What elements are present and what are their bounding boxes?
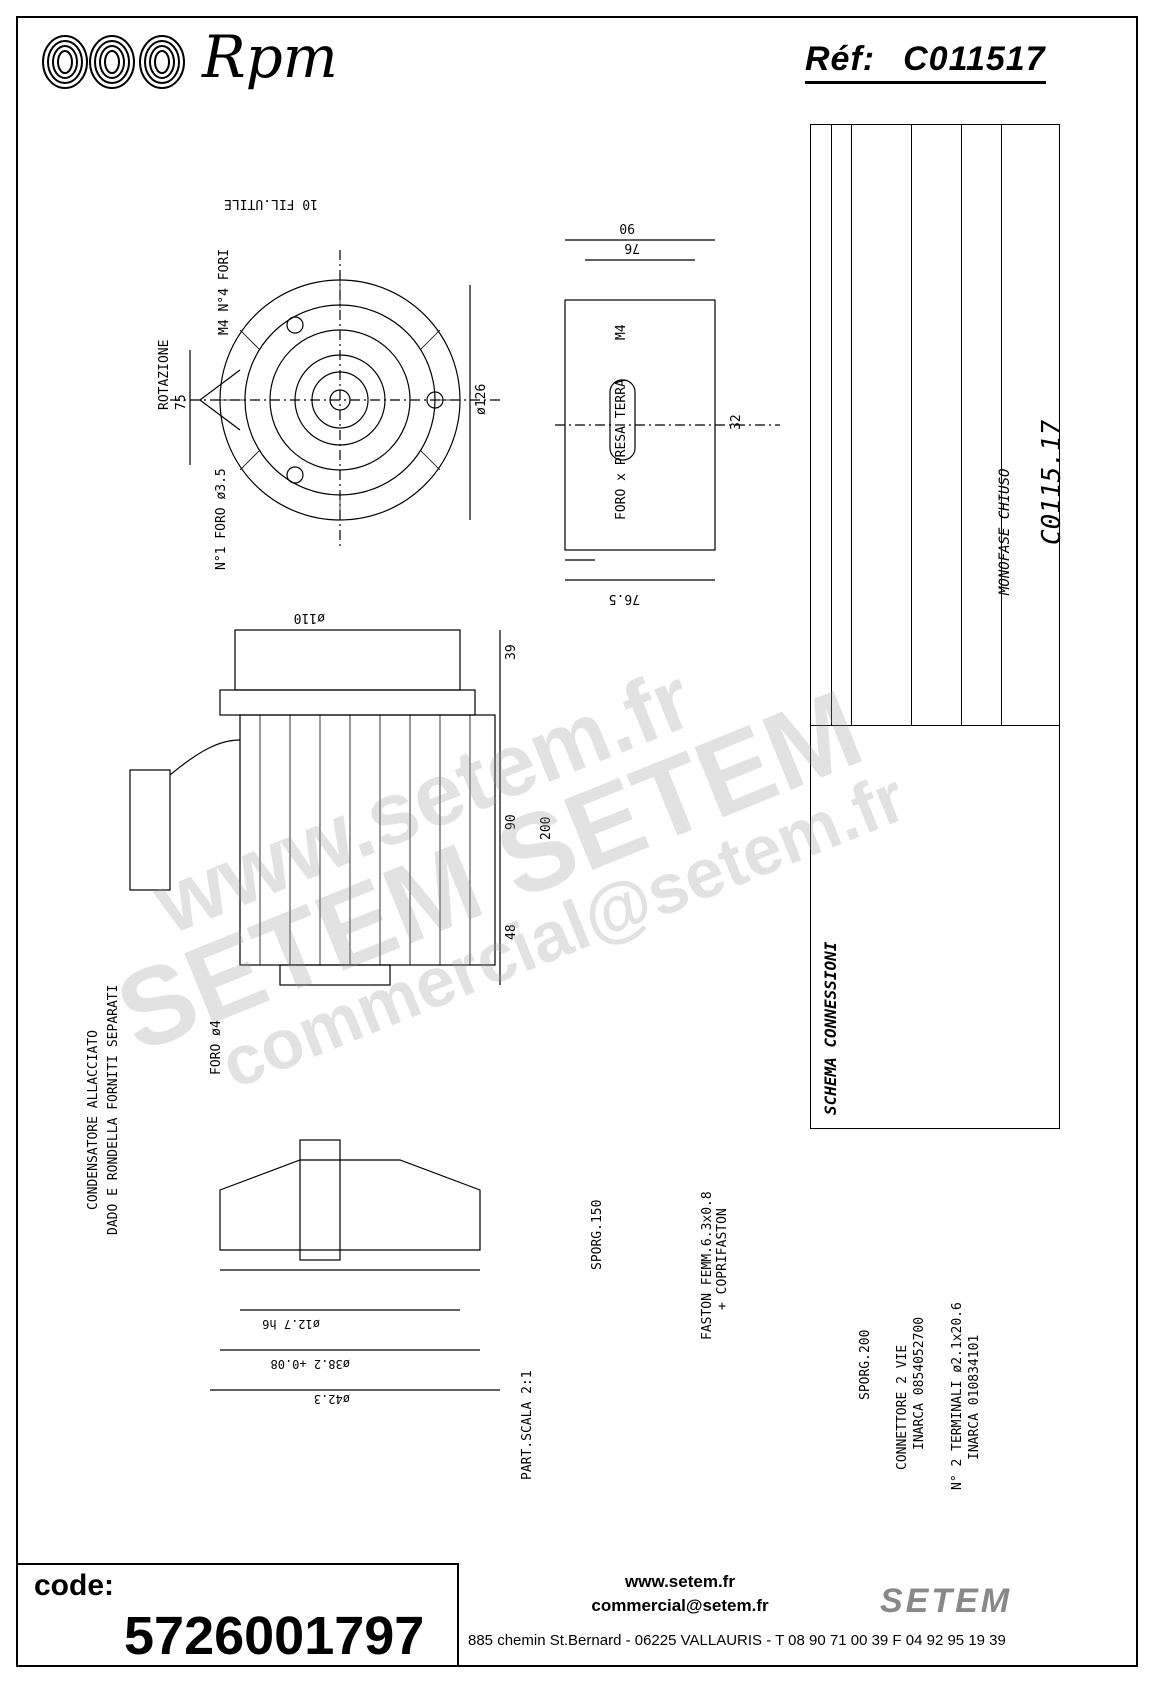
dim-76-label: 76 — [624, 240, 640, 255]
connettore-label-1: CONNETTORE 2 VIE — [895, 1344, 910, 1470]
tipo-motore-value: MONOFASE CHIUSO — [997, 468, 1013, 595]
fil-utile-label: 10 FIL.UTILE — [224, 196, 318, 211]
rotation-label: ROTAZIONE — [157, 340, 172, 410]
m4-label: M4 — [614, 324, 629, 340]
scale-label: PART.SCALA 2:1 — [520, 1370, 535, 1480]
dim-39-label: 39 — [504, 644, 519, 660]
terminali-label-2: INARCA 010834101 — [967, 1334, 982, 1460]
condensatore-note-2: DADO E RONDELLA FORNITI SEPARATI — [106, 984, 121, 1235]
dim-90-label: 90 — [619, 220, 635, 235]
detail-view-drawing: ø12.7 h6 ø38.2 +0.08 ø42.3 — [210, 1139, 500, 1406]
faston-label: FASTON FEMM.6.3x0.8 — [700, 1191, 715, 1340]
dim-75-label: 75 — [174, 394, 189, 410]
codice-motore-value: C0115.17 — [1037, 419, 1067, 545]
dim-32-label: 32 — [729, 414, 744, 430]
dim-76-5-label: 76.5 — [609, 591, 640, 606]
front-view-drawing: ROTAZIONE 10 FIL.UTILE M4 N°4 FORI 75 ø1… — [157, 196, 500, 570]
website-link[interactable]: www.setem.fr — [625, 1572, 735, 1591]
dim-126-label: ø126 — [474, 384, 489, 415]
dim-200-label: 200 — [539, 817, 554, 840]
code-box: code: 5726001797 — [16, 1563, 459, 1667]
foro-4-label: FORO ø4 — [209, 1020, 224, 1075]
dim-38-2-label: ø38.2 +0.08 — [271, 1357, 350, 1371]
rpm-logo-rings-icon — [42, 35, 185, 89]
terminali-label-1: N° 2 TERMINALI ø2.1x20.6 — [950, 1302, 965, 1490]
reference-value: C011517 — [903, 40, 1046, 78]
dim-48-label: 48 — [504, 924, 519, 940]
sporg-150-label: SPORG.150 — [590, 1199, 605, 1270]
email-link[interactable]: commercial@setem.fr — [591, 1596, 769, 1615]
address-line: 885 chemin St.Bernard - 06225 VALLAURIS … — [468, 1632, 1006, 1649]
dim-110-label: ø110 — [294, 610, 325, 625]
presa-terra-label: FORO x PRESA TERRA — [614, 379, 629, 520]
wiring-title: SCHEMA CONNESSIONI — [821, 941, 840, 1115]
code-label: code: — [34, 1569, 115, 1602]
code-value: 5726001797 — [124, 1606, 425, 1666]
contact-block: www.setem.fr commercial@setem.fr — [470, 1570, 890, 1618]
reference-number: Réf: C011517 — [805, 40, 1046, 84]
foro-label: N°1 FORO ø3.5 — [214, 468, 229, 570]
sporg-200-label: SPORG.200 — [858, 1329, 873, 1400]
title-block: MONOFASE CHIUSO C0115.17 SCHEMA CONNESSI… — [810, 124, 1067, 1129]
setem-logo: SETEM — [880, 1582, 1013, 1620]
elevation-view-drawing: ø110 39 90 200 48 FORO ø4 — [129, 610, 554, 1075]
coprifaston-label: + COPRIFASTON — [715, 1208, 730, 1310]
reference-label: Réf: — [805, 40, 876, 78]
dim-12-7-label: ø12.7 h6 — [262, 1317, 320, 1331]
dim-42-3-label: ø42.3 — [314, 1392, 350, 1406]
dim-90-label: 90 — [504, 814, 519, 830]
condensatore-note-1: CONDENSATORE ALLACCIATO — [86, 1029, 101, 1210]
side-view-drawing: 90 76 M4 FORO x PRESA TERRA 32 76.5 — [555, 220, 780, 606]
drawing-frame — [16, 16, 1138, 1667]
m4-holes-label: M4 N°4 FORI — [217, 249, 232, 335]
brand-logo: Rpm — [202, 23, 338, 91]
connettore-label-2: INARCA 0854052700 — [912, 1316, 927, 1450]
